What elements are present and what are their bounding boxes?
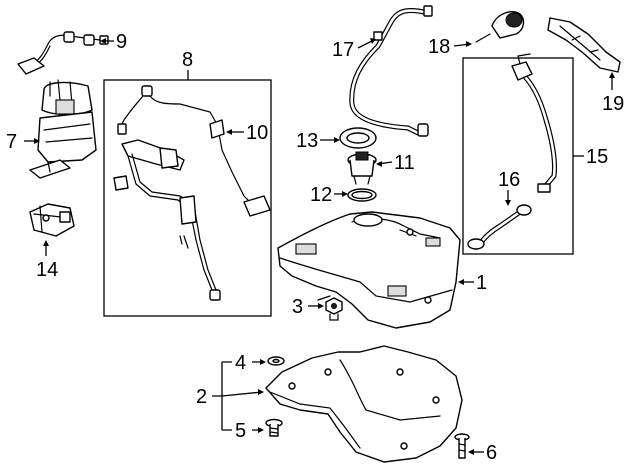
callout-7: 7 xyxy=(6,131,17,153)
callout-6: 6 xyxy=(486,442,497,464)
part-3-nut xyxy=(325,297,343,321)
part-9-wire-harness xyxy=(17,31,109,75)
callout-5: 5 xyxy=(235,420,246,442)
callout-11: 11 xyxy=(394,152,415,174)
callout-13: 13 xyxy=(296,130,318,152)
callout-17: 17 xyxy=(332,39,354,61)
group-box-15 xyxy=(462,57,574,255)
callout-1: 1 xyxy=(476,272,487,294)
part-5-bolt xyxy=(265,418,283,437)
part-1-fuel-tank xyxy=(277,211,461,329)
callout-16: 16 xyxy=(498,169,520,191)
part-14-bracket xyxy=(29,203,75,237)
callout-12: 12 xyxy=(310,184,332,206)
part-4-washer xyxy=(267,356,285,366)
callout-9: 9 xyxy=(116,31,127,53)
callout-numbers: 9 7 14 8 10 17 18 19 15 16 13 11 12 1 3 … xyxy=(6,31,624,464)
callout-19: 19 xyxy=(602,93,624,115)
callout-15: 15 xyxy=(586,146,608,168)
callout-4: 4 xyxy=(235,352,246,374)
part-17-vapor-tube xyxy=(349,5,433,137)
part-12-seal xyxy=(347,188,377,202)
callout-3: 3 xyxy=(292,296,303,318)
callout-10: 10 xyxy=(246,122,268,144)
part-18-fuel-cap xyxy=(475,10,525,43)
part-2-skid-plate xyxy=(265,345,463,463)
part-11-sender-unit xyxy=(347,151,377,185)
part-13-lock-ring xyxy=(339,127,377,149)
part-15-filler-pipe xyxy=(511,53,557,193)
callout-18: 18 xyxy=(428,36,450,58)
part-16-hose xyxy=(467,204,532,250)
part-19-heat-shield xyxy=(547,17,621,73)
callout-2: 2 xyxy=(196,386,207,408)
callout-8: 8 xyxy=(182,49,193,71)
part-6-stud xyxy=(454,433,470,459)
leader-lines xyxy=(24,38,615,455)
part-7-fuel-pump xyxy=(29,79,97,179)
part-8-sender-assembly xyxy=(113,85,271,301)
callout-14: 14 xyxy=(36,259,58,281)
